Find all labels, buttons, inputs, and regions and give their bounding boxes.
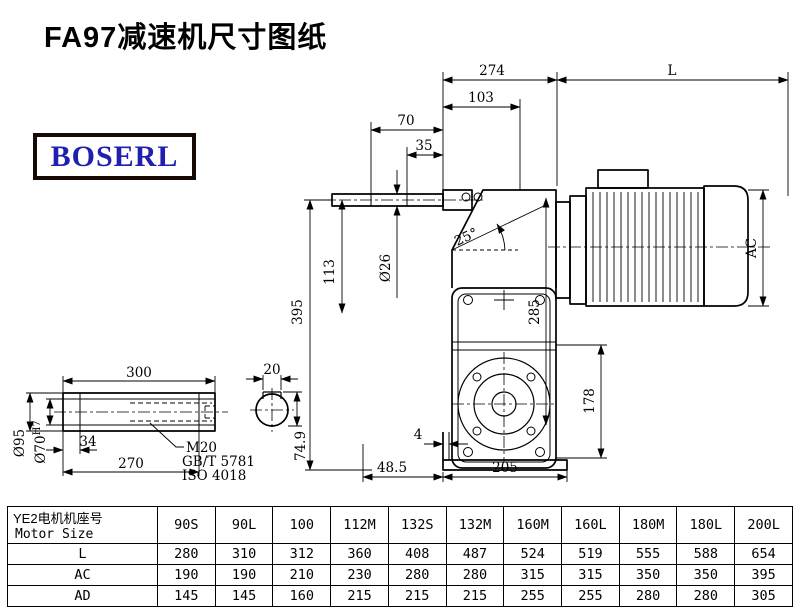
motor-size-header-cell: YE2电机机座号 Motor Size [7, 506, 158, 544]
table-cell: 315 [561, 564, 620, 586]
dim-113: 113 [322, 259, 338, 285]
table-header-row: YE2电机机座号 Motor Size 90S 90L 100 112M 132… [7, 506, 793, 544]
table-cell: 145 [214, 585, 274, 607]
table-cell: 280 [676, 585, 736, 607]
size-col-header: 90S [157, 506, 216, 544]
motor [555, 169, 749, 307]
table-cell: 524 [503, 543, 563, 565]
size-col-header: 160L [561, 506, 620, 544]
table-cell: 310 [214, 543, 274, 565]
dim-48-5: 48.5 [377, 460, 407, 476]
row-label-AC: AC [7, 564, 158, 586]
label-gbt-5781: GB/T 5781 [182, 454, 255, 470]
shaft-detail-outline [62, 391, 289, 432]
table-cell: 350 [676, 564, 736, 586]
top-dimensions: 274 L 103 70 35 [370, 63, 789, 196]
row-label-AD: AD [7, 585, 158, 607]
size-col-header: 90L [214, 506, 274, 544]
table-cell: 360 [330, 543, 389, 565]
label-m20: M20 [186, 440, 217, 456]
table-cell: 145 [157, 585, 216, 607]
table-cell: 305 [734, 585, 793, 607]
dim-20: 20 [263, 362, 280, 378]
dim-300: 300 [126, 365, 152, 381]
table-row-AC: AC 190 190 210 230 280 280 315 315 350 3… [7, 564, 793, 586]
table-cell: 210 [272, 564, 332, 586]
table-cell: 519 [561, 543, 620, 565]
dim-178: 178 [582, 388, 598, 414]
dim-270: 270 [118, 456, 144, 472]
motor-size-label-cn: YE2电机机座号 [13, 511, 103, 526]
bottom-dimensions: 205 48.5 4 [362, 427, 568, 482]
table-cell: 312 [272, 543, 332, 565]
dim-70: 70 [397, 113, 414, 129]
row-label-L: L [7, 543, 158, 565]
dim-103: 103 [468, 90, 494, 106]
dim-395: 395 [290, 299, 306, 325]
dim-dia70-H7: Ø70H7 [32, 420, 49, 463]
table-cell: 230 [330, 564, 389, 586]
dim-205: 205 [492, 460, 518, 476]
table-cell: 215 [387, 585, 447, 607]
size-col-header: 132S [387, 506, 447, 544]
table-cell: 160 [272, 585, 332, 607]
table-cell: 408 [387, 543, 447, 565]
table-cell: 280 [445, 564, 505, 586]
shaft-detail-dimensions: 300 34 270 Ø95 Ø70H7 20 74.9 M20 GB/T 57… [12, 362, 309, 484]
centerlines [318, 199, 772, 462]
motor-dimension-table: YE2电机机座号 Motor Size 90S 90L 100 112M 132… [7, 506, 793, 607]
table-cell: 190 [214, 564, 274, 586]
dim-35: 35 [415, 138, 432, 154]
table-cell: 487 [445, 543, 505, 565]
size-col-header: 132M [445, 506, 505, 544]
size-col-header: 180M [618, 506, 678, 544]
dim-34: 34 [79, 434, 96, 450]
dim-dia70: Ø70 [33, 435, 49, 463]
table-cell: 395 [734, 564, 793, 586]
dim-dia26: Ø26 [378, 254, 394, 282]
table-cell: 280 [618, 585, 678, 607]
dim-L: L [668, 63, 677, 79]
table-cell: 315 [503, 564, 563, 586]
dim-74-9: 74.9 [293, 431, 309, 461]
dim-274: 274 [479, 63, 505, 79]
dim-AC: AC [744, 238, 760, 259]
size-col-header: 100 [272, 506, 332, 544]
dim-angle: 25° [452, 225, 480, 250]
dimension-drawing: 25° 274 L 103 70 35 395 113 Ø26 [12, 63, 789, 484]
dim-285: 285 [527, 299, 543, 325]
table-row-L: L 280 310 312 360 408 487 524 519 555 58… [7, 543, 793, 565]
dim-dia70-tolerance: H7 [32, 420, 43, 435]
table-row-AD: AD 145 145 160 215 215 215 255 255 280 2… [7, 585, 793, 607]
table-cell: 588 [676, 543, 736, 565]
shaft-detail-centerlines [54, 388, 294, 432]
dim-dia95: Ø95 [12, 429, 28, 457]
size-col-header: 112M [330, 506, 389, 544]
size-col-header: 180L [676, 506, 736, 544]
table-cell: 215 [330, 585, 389, 607]
page-title: FA97减速机尺寸图纸 [44, 22, 328, 54]
boserl-logo: BOSERL [33, 133, 196, 180]
table-cell: 350 [618, 564, 678, 586]
size-col-header: 200L [734, 506, 793, 544]
table-cell: 555 [618, 543, 678, 565]
table-cell: 280 [157, 543, 216, 565]
label-iso-4018: ISO 4018 [182, 468, 246, 484]
table-cell: 654 [734, 543, 793, 565]
motor-size-label-en: Motor Size [15, 527, 94, 542]
boserl-logo-text: BOSERL [50, 139, 179, 173]
dim-4: 4 [414, 427, 423, 443]
table-cell: 215 [445, 585, 505, 607]
table-cell: 280 [387, 564, 447, 586]
table-cell: 255 [561, 585, 620, 607]
angle-dimension: 25° [451, 203, 549, 251]
table-cell: 255 [503, 585, 563, 607]
size-col-header: 160M [503, 506, 563, 544]
left-dimensions: 395 113 Ø26 [290, 170, 401, 471]
table-cell: 190 [157, 564, 216, 586]
right-dimensions: AC 285 178 [527, 189, 769, 459]
